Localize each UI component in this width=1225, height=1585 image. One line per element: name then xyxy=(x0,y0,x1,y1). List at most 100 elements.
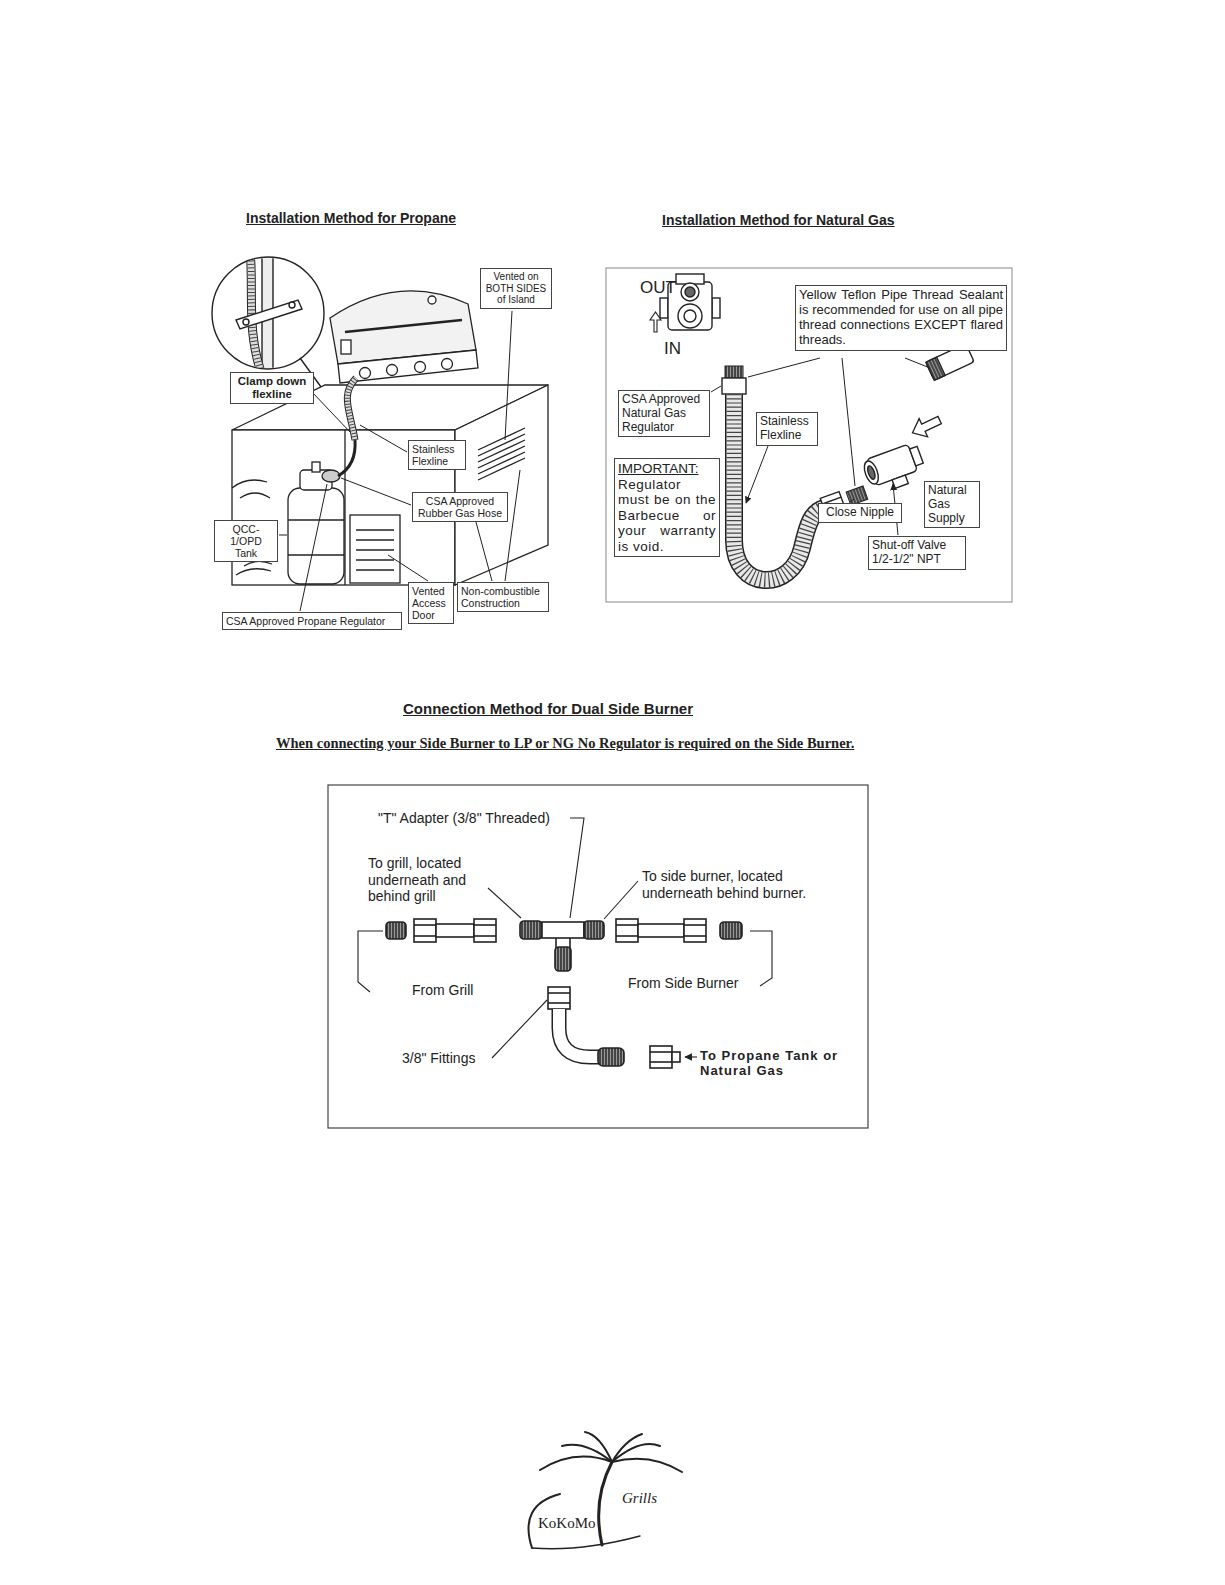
callout-text: CSA Approved Rubber Gas Hose xyxy=(416,495,504,519)
fittings xyxy=(650,1051,672,1053)
grill-island xyxy=(356,549,394,550)
shutoff-valve xyxy=(866,465,876,480)
diagram-frame xyxy=(606,268,1012,602)
leader-line xyxy=(388,555,428,581)
propane-tank xyxy=(288,440,355,584)
callout-text: QCC-1/OPD Tank xyxy=(218,523,274,559)
fittings xyxy=(598,1048,624,1066)
fittings xyxy=(548,987,570,1009)
grill xyxy=(338,350,478,383)
supply-arrow xyxy=(908,411,944,442)
gas-regulator xyxy=(685,287,695,297)
fittings xyxy=(559,1009,599,1057)
gas-regulator xyxy=(712,298,720,318)
logo-palm xyxy=(599,1462,612,1545)
propane-tank xyxy=(322,470,340,482)
callout-box: Shut-off Valve 1/2-1/2" NPT xyxy=(868,536,966,570)
fittings xyxy=(616,935,638,937)
part-label: To Propane Tank or Natural Gas xyxy=(700,1048,850,1079)
fittings xyxy=(520,921,542,939)
grill-island xyxy=(478,458,525,480)
grill-island xyxy=(356,539,394,540)
part-label: "T" Adapter (3/8" Threaded) xyxy=(378,810,550,827)
grill xyxy=(341,340,351,354)
shutoff-valve xyxy=(861,442,928,497)
leader-line xyxy=(492,1000,547,1058)
fittings xyxy=(436,924,474,937)
fittings xyxy=(584,921,604,939)
callout-text: Stainless Flexline xyxy=(760,415,814,443)
fittings xyxy=(720,922,742,939)
clamp-inset xyxy=(236,300,302,329)
gas-regulator xyxy=(684,310,696,322)
leader-line xyxy=(505,470,520,581)
propane-tank xyxy=(288,554,344,555)
callout-box: Non-combustible Construction xyxy=(457,582,549,612)
grill-island xyxy=(356,529,394,530)
callout-box: QCC-1/OPD Tank xyxy=(214,520,278,562)
supply-arrow xyxy=(908,411,944,442)
fittings xyxy=(474,919,496,942)
fittings xyxy=(548,1002,570,1004)
fittings xyxy=(638,924,684,937)
callout-text: Natural Gas Supply xyxy=(928,484,976,525)
callout-text: Vented Access Door xyxy=(412,585,450,621)
callout-text: Shut-off Valve 1/2-1/2" NPT xyxy=(872,539,962,567)
section-heading: Installation Method for Propane xyxy=(246,210,456,227)
grill xyxy=(387,365,398,376)
callout-text: Close Nipple xyxy=(822,506,898,520)
grill-island xyxy=(478,446,525,468)
leader-line xyxy=(341,478,411,505)
callout-box: Close Nipple xyxy=(818,503,902,523)
part-label: To grill, located underneath and behind … xyxy=(368,855,486,905)
logo-palm xyxy=(585,1432,612,1462)
logo-palm xyxy=(529,1432,683,1549)
clamp-inset xyxy=(289,302,295,308)
leader-line xyxy=(905,358,930,368)
fittings xyxy=(548,992,570,994)
leader-line xyxy=(505,311,512,440)
shutoff-valve xyxy=(910,446,924,466)
section-heading: Installation Method for Natural Gas xyxy=(662,212,895,229)
flexline xyxy=(722,366,824,580)
leader-line xyxy=(842,358,855,486)
shutoff-valve xyxy=(862,459,881,486)
logo-palm xyxy=(532,1536,640,1549)
grill xyxy=(360,368,371,379)
leader-line xyxy=(358,818,772,1058)
warning-heading: IMPORTANT: xyxy=(618,461,716,477)
flexline xyxy=(734,394,824,580)
note-box: Yellow Teflon Pipe Thread Sealant is rec… xyxy=(795,285,1007,351)
flexline xyxy=(725,366,743,378)
grill-island xyxy=(478,452,525,474)
logo-palm xyxy=(612,1459,682,1472)
fittings xyxy=(684,924,706,926)
leader-line xyxy=(570,818,584,918)
part-label: 3/8" Fittings xyxy=(402,1050,475,1067)
callout-box: Vented on BOTH SIDES of Island xyxy=(480,268,552,309)
fittings xyxy=(414,924,436,926)
fittings xyxy=(672,1052,680,1062)
part-label: To side burner, located underneath behin… xyxy=(642,868,826,901)
callout-text: Non-combustible Construction xyxy=(461,585,545,609)
callout-text: CSA Approved Propane Regulator xyxy=(226,615,398,627)
flow-arrow xyxy=(650,312,661,332)
grill-island xyxy=(232,480,267,488)
part-label: From Side Burner xyxy=(628,975,738,992)
grill-island xyxy=(356,569,394,570)
propane-tank xyxy=(338,440,355,476)
section-heading: Connection Method for Dual Side Burner xyxy=(403,700,693,718)
fittings xyxy=(414,919,436,942)
fittings xyxy=(616,924,638,926)
fittings xyxy=(684,935,706,937)
logo-text: Grills xyxy=(622,1490,657,1508)
grill xyxy=(330,291,478,383)
gas-regulator xyxy=(660,298,668,318)
clamp-inset xyxy=(243,319,249,325)
leader-line xyxy=(750,931,772,986)
fittings xyxy=(555,947,571,971)
grill-island xyxy=(350,515,400,583)
fittings xyxy=(474,935,496,937)
